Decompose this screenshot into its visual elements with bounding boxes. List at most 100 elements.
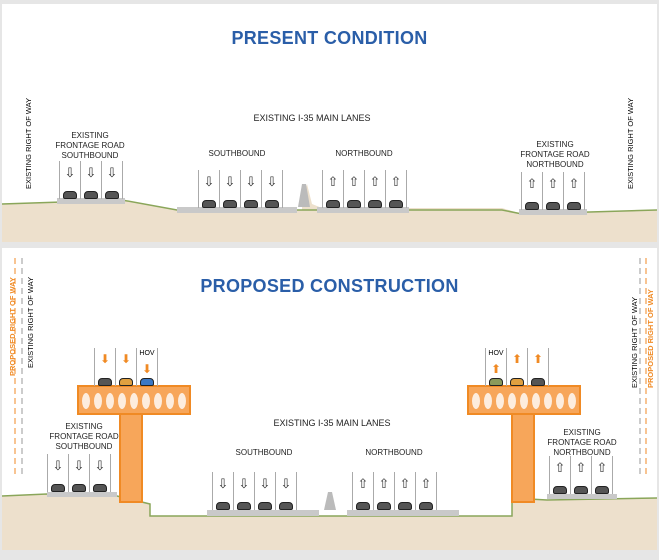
car-icon <box>531 378 545 386</box>
lane: ⬆ <box>506 348 527 386</box>
arrow-down-icon: ⇩ <box>280 476 292 491</box>
arrow-up-icon: ⬆ <box>532 352 544 366</box>
lane: ⇧ <box>322 170 343 208</box>
car-icon <box>326 200 340 208</box>
lane: ⇧ <box>570 456 591 494</box>
arrow-down-icon: ⇩ <box>85 165 97 180</box>
car-icon <box>567 202 581 210</box>
arrow-down-icon: ⇩ <box>224 174 236 189</box>
northbound-label: NORTHBOUND <box>335 149 393 158</box>
lane: ⇩ <box>212 472 233 510</box>
northbound-label: NORTHBOUND <box>365 448 423 457</box>
lane: ⇩ <box>198 170 219 208</box>
proposed-construction-panel: PROPOSED CONSTRUCTION PROPOSED RIGHT OF … <box>2 248 657 550</box>
frontage-sb-lanes: ⇩ ⇩ ⇩ <box>59 161 123 199</box>
arrow-down-icon: ⇩ <box>203 174 215 189</box>
car-icon <box>279 502 293 510</box>
frontage-sb-lanes: ⇩ ⇩ ⇩ <box>47 454 111 492</box>
lane: ⇩ <box>47 454 68 492</box>
southbound-lanes: ⇩ ⇩ ⇩ ⇩ <box>198 170 283 208</box>
lane: ⇧ <box>352 472 373 510</box>
arrow-up-icon: ⇧ <box>554 460 566 475</box>
arrow-down-icon: ⇩ <box>259 476 271 491</box>
arrow-down-icon: ⇩ <box>266 174 278 189</box>
car-icon <box>546 202 560 210</box>
arrow-up-icon: ⇧ <box>369 174 381 189</box>
arrow-down-icon: ⬇ <box>141 362 153 376</box>
present-terrain <box>2 184 657 242</box>
arrow-down-icon: ⬇ <box>99 352 111 366</box>
car-icon <box>553 486 567 494</box>
southbound-lanes: ⇩ ⇩ ⇩ ⇩ <box>212 472 297 510</box>
car-icon <box>244 200 258 208</box>
arrow-down-icon: ⇩ <box>73 458 85 473</box>
lane: ⇩ <box>233 472 254 510</box>
lane: ⇩ <box>261 170 283 208</box>
car-icon <box>140 378 154 386</box>
lane: ⇩ <box>275 472 297 510</box>
lane: ⬇ <box>115 348 136 386</box>
lane: ⇩ <box>254 472 275 510</box>
lane: HOV⬆ <box>485 348 506 386</box>
arrow-down-icon: ⇩ <box>94 458 106 473</box>
frontage-nb-lanes: ⇧ ⇧ ⇧ <box>549 456 613 494</box>
lane: ⇧ <box>542 172 563 210</box>
car-icon <box>595 486 609 494</box>
arrow-up-icon: ⇧ <box>568 176 580 191</box>
elevated-nb-lanes: HOV⬆⬆⬆ <box>485 348 549 386</box>
car-icon <box>63 191 77 199</box>
car-icon <box>377 502 391 510</box>
lane: ⇩ <box>68 454 89 492</box>
proposed-title: PROPOSED CONSTRUCTION <box>200 276 459 296</box>
hov-label: HOV <box>139 350 155 357</box>
lane: ⇩ <box>240 170 261 208</box>
arrow-up-icon: ⇧ <box>547 176 559 191</box>
car-icon <box>368 200 382 208</box>
existing-row-right: EXISTING RIGHT OF WAY <box>630 296 639 388</box>
lane: ⇧ <box>343 170 364 208</box>
car-icon <box>258 502 272 510</box>
car-icon <box>223 200 237 208</box>
arrow-up-icon: ⇧ <box>390 174 402 189</box>
elevated-sb-lanes: ⬇ ⬇ HOV ⬇ <box>94 348 158 386</box>
arrow-up-icon: ⇧ <box>378 476 390 491</box>
car-icon <box>525 202 539 210</box>
main-lanes-label: EXISTING I-35 MAIN LANES <box>253 113 371 123</box>
car-icon <box>389 200 403 208</box>
lane: ⇧ <box>394 472 415 510</box>
arrow-up-icon: ⬆ <box>490 362 502 376</box>
lane: ⇧ <box>364 170 385 208</box>
lane: ⇧ <box>549 456 570 494</box>
lane: ⇧ <box>385 170 407 208</box>
arrow-up-icon: ⇧ <box>357 476 369 491</box>
lane: ⇧ <box>521 172 542 210</box>
arrow-up-icon: ⇧ <box>596 460 608 475</box>
southbound-label: SOUTHBOUND <box>235 448 293 457</box>
lane: ⇩ <box>219 170 240 208</box>
arrow-up-icon: ⬆ <box>511 352 523 366</box>
present-condition-panel: PRESENT CONDITION EXISTING RIGHT OF WAY … <box>2 4 657 242</box>
existing-row-left: EXISTING RIGHT OF WAY <box>26 276 35 368</box>
car-icon <box>489 378 503 386</box>
proposed-row-right: PROPOSED RIGHT OF WAY <box>646 289 655 388</box>
existing-row-left: EXISTING RIGHT OF WAY <box>24 97 33 189</box>
arrow-up-icon: ⇧ <box>399 476 411 491</box>
arrow-down-icon: ⇩ <box>217 476 229 491</box>
arrow-down-icon: ⬇ <box>120 352 132 366</box>
lane: ⇧ <box>373 472 394 510</box>
lane: ⇩ <box>101 161 123 199</box>
main-lanes-label: EXISTING I-35 MAIN LANES <box>273 418 391 428</box>
car-icon <box>202 200 216 208</box>
car-icon <box>356 502 370 510</box>
proposed-row-left: PROPOSED RIGHT OF WAY <box>8 277 17 376</box>
arrow-up-icon: ⇧ <box>420 476 432 491</box>
car-icon <box>93 484 107 492</box>
car-icon <box>419 502 433 510</box>
arrow-up-icon: ⇧ <box>327 174 339 189</box>
lane: ⇩ <box>59 161 80 199</box>
car-icon <box>265 200 279 208</box>
proposed-terrain <box>2 258 657 550</box>
car-icon <box>51 484 65 492</box>
lane: ⇩ <box>89 454 111 492</box>
